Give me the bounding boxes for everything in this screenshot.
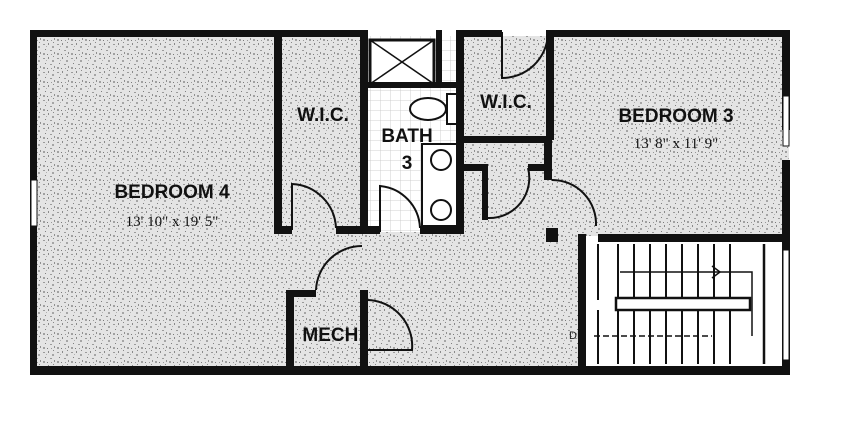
wic-right-label: W.I.C. xyxy=(480,92,532,113)
staircase xyxy=(594,244,766,364)
windows xyxy=(30,95,790,361)
bedroom-4-size: 13' 10" x 19' 5" xyxy=(126,214,219,230)
bedroom-4-label: BEDROOM 4 xyxy=(114,182,230,203)
floor-wic-left xyxy=(280,36,366,232)
floor-bedroom-4 xyxy=(36,36,280,366)
bedroom-3-label: BEDROOM 3 xyxy=(618,106,733,127)
doors xyxy=(291,32,598,351)
bath-label: BATH xyxy=(381,126,432,147)
bath-number: 3 xyxy=(402,153,413,174)
wic-left-label: W.I.C. xyxy=(297,105,349,126)
toilet-fixture xyxy=(409,93,458,125)
shower-fixture xyxy=(368,38,436,86)
bedroom-3-size: 13' 8" x 11' 9" xyxy=(634,136,719,152)
floor-closet xyxy=(463,140,551,232)
vanity-fixture xyxy=(421,143,461,227)
floor-wic-right xyxy=(463,36,551,140)
floor-mech xyxy=(292,296,366,366)
mech-label: MECH. xyxy=(302,325,363,346)
